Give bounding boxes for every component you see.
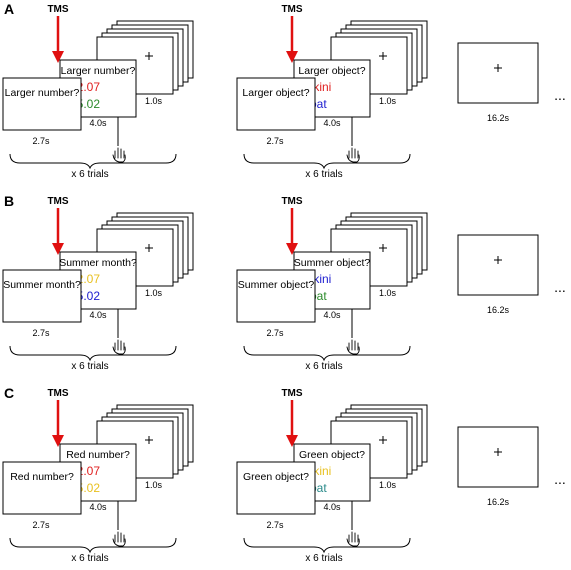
hand-press-icon (346, 531, 360, 547)
iti-duration: 1.0s (145, 96, 163, 106)
stimulus-duration: 4.0s (89, 310, 107, 320)
trials-label: x 6 trials (305, 361, 342, 372)
cue-question: Green object? (243, 471, 309, 483)
hand-outline (346, 339, 360, 355)
panel-label: C (4, 385, 14, 401)
rest-block: 16.2s... (457, 426, 566, 507)
trials-label: x 6 trials (71, 361, 108, 372)
trials-label: x 6 trials (305, 169, 342, 180)
hand-outline (112, 531, 126, 547)
cue-question: Summer object? (238, 279, 315, 291)
hand-press-icon (112, 147, 126, 163)
trials-label: x 6 trials (71, 169, 108, 180)
iti-duration: 1.0s (379, 288, 397, 298)
hand-press-icon (112, 339, 126, 355)
hand-outline (346, 147, 360, 163)
stimulus-question: Larger object? (298, 65, 365, 77)
cue-duration: 2.7s (32, 136, 50, 146)
cue-duration: 2.7s (266, 328, 284, 338)
stimulus-duration: 4.0s (89, 502, 107, 512)
tms-label: TMS (47, 196, 68, 207)
hand-outline (346, 531, 360, 547)
iti-duration: 1.0s (379, 96, 397, 106)
stimulus-question: Green object? (299, 449, 365, 461)
rest-block: 16.2s... (457, 234, 566, 315)
stimulus-duration: 4.0s (323, 118, 341, 128)
trials-label: x 6 trials (71, 553, 108, 564)
rest-duration: 16.2s (487, 305, 510, 315)
cue-screen (236, 269, 316, 323)
stimulus-question: Summer object? (294, 257, 371, 269)
stimulus-question: Larger number? (61, 65, 136, 77)
hand-outline (112, 339, 126, 355)
tms-label: TMS (47, 388, 68, 399)
stimulus-duration: 4.0s (323, 310, 341, 320)
stimulus-question: Summer month? (59, 257, 137, 269)
stimulus-duration: 4.0s (323, 502, 341, 512)
rest-screen (457, 234, 539, 296)
iti-duration: 1.0s (145, 288, 163, 298)
hand-press-icon (346, 147, 360, 163)
rest-screen (457, 42, 539, 104)
cue-duration: 2.7s (266, 136, 284, 146)
stimulus-duration: 4.0s (89, 118, 107, 128)
trials-brace (243, 345, 411, 362)
rest-screen (457, 426, 539, 488)
trials-brace (9, 537, 177, 554)
continuation-ellipsis: ... (554, 471, 566, 487)
tms-arrow-head-icon (52, 243, 64, 255)
cue-question: Summer month? (3, 279, 81, 291)
rest-duration: 16.2s (487, 497, 510, 507)
rest-block: 16.2s... (457, 42, 566, 123)
trials-label: x 6 trials (305, 553, 342, 564)
hand-press-icon (112, 531, 126, 547)
trials-brace (9, 345, 177, 362)
tms-label: TMS (281, 388, 302, 399)
stimulus-question: Red number? (66, 449, 130, 461)
cue-duration: 2.7s (266, 520, 284, 530)
iti-duration: 1.0s (379, 480, 397, 490)
cue-duration: 2.7s (32, 328, 50, 338)
rest-duration: 16.2s (487, 113, 510, 123)
cue-screen (236, 77, 316, 131)
hand-outline (112, 147, 126, 163)
tms-arrow-head-icon (52, 435, 64, 447)
hand-press-icon (346, 339, 360, 355)
panel-label: B (4, 193, 14, 209)
tms-arrow-head-icon (286, 435, 298, 447)
cue-duration: 2.7s (32, 520, 50, 530)
cue-screen (236, 461, 316, 515)
trials-brace (9, 153, 177, 170)
trials-brace (243, 153, 411, 170)
tms-arrow-head-icon (286, 243, 298, 255)
cue-question: Red number? (10, 471, 74, 483)
tms-label: TMS (47, 4, 68, 15)
panel-label: A (4, 1, 14, 17)
cue-question: Larger number? (5, 87, 80, 99)
trials-brace (243, 537, 411, 554)
tms-arrow-head-icon (52, 51, 64, 63)
continuation-ellipsis: ... (554, 87, 566, 103)
tms-label: TMS (281, 196, 302, 207)
tms-arrow-head-icon (286, 51, 298, 63)
cue-screen (2, 269, 82, 323)
cue-screen (2, 77, 82, 131)
iti-duration: 1.0s (145, 480, 163, 490)
continuation-ellipsis: ... (554, 279, 566, 295)
tms-label: TMS (281, 4, 302, 15)
cue-screen (2, 461, 82, 515)
cue-question: Larger object? (242, 87, 309, 99)
